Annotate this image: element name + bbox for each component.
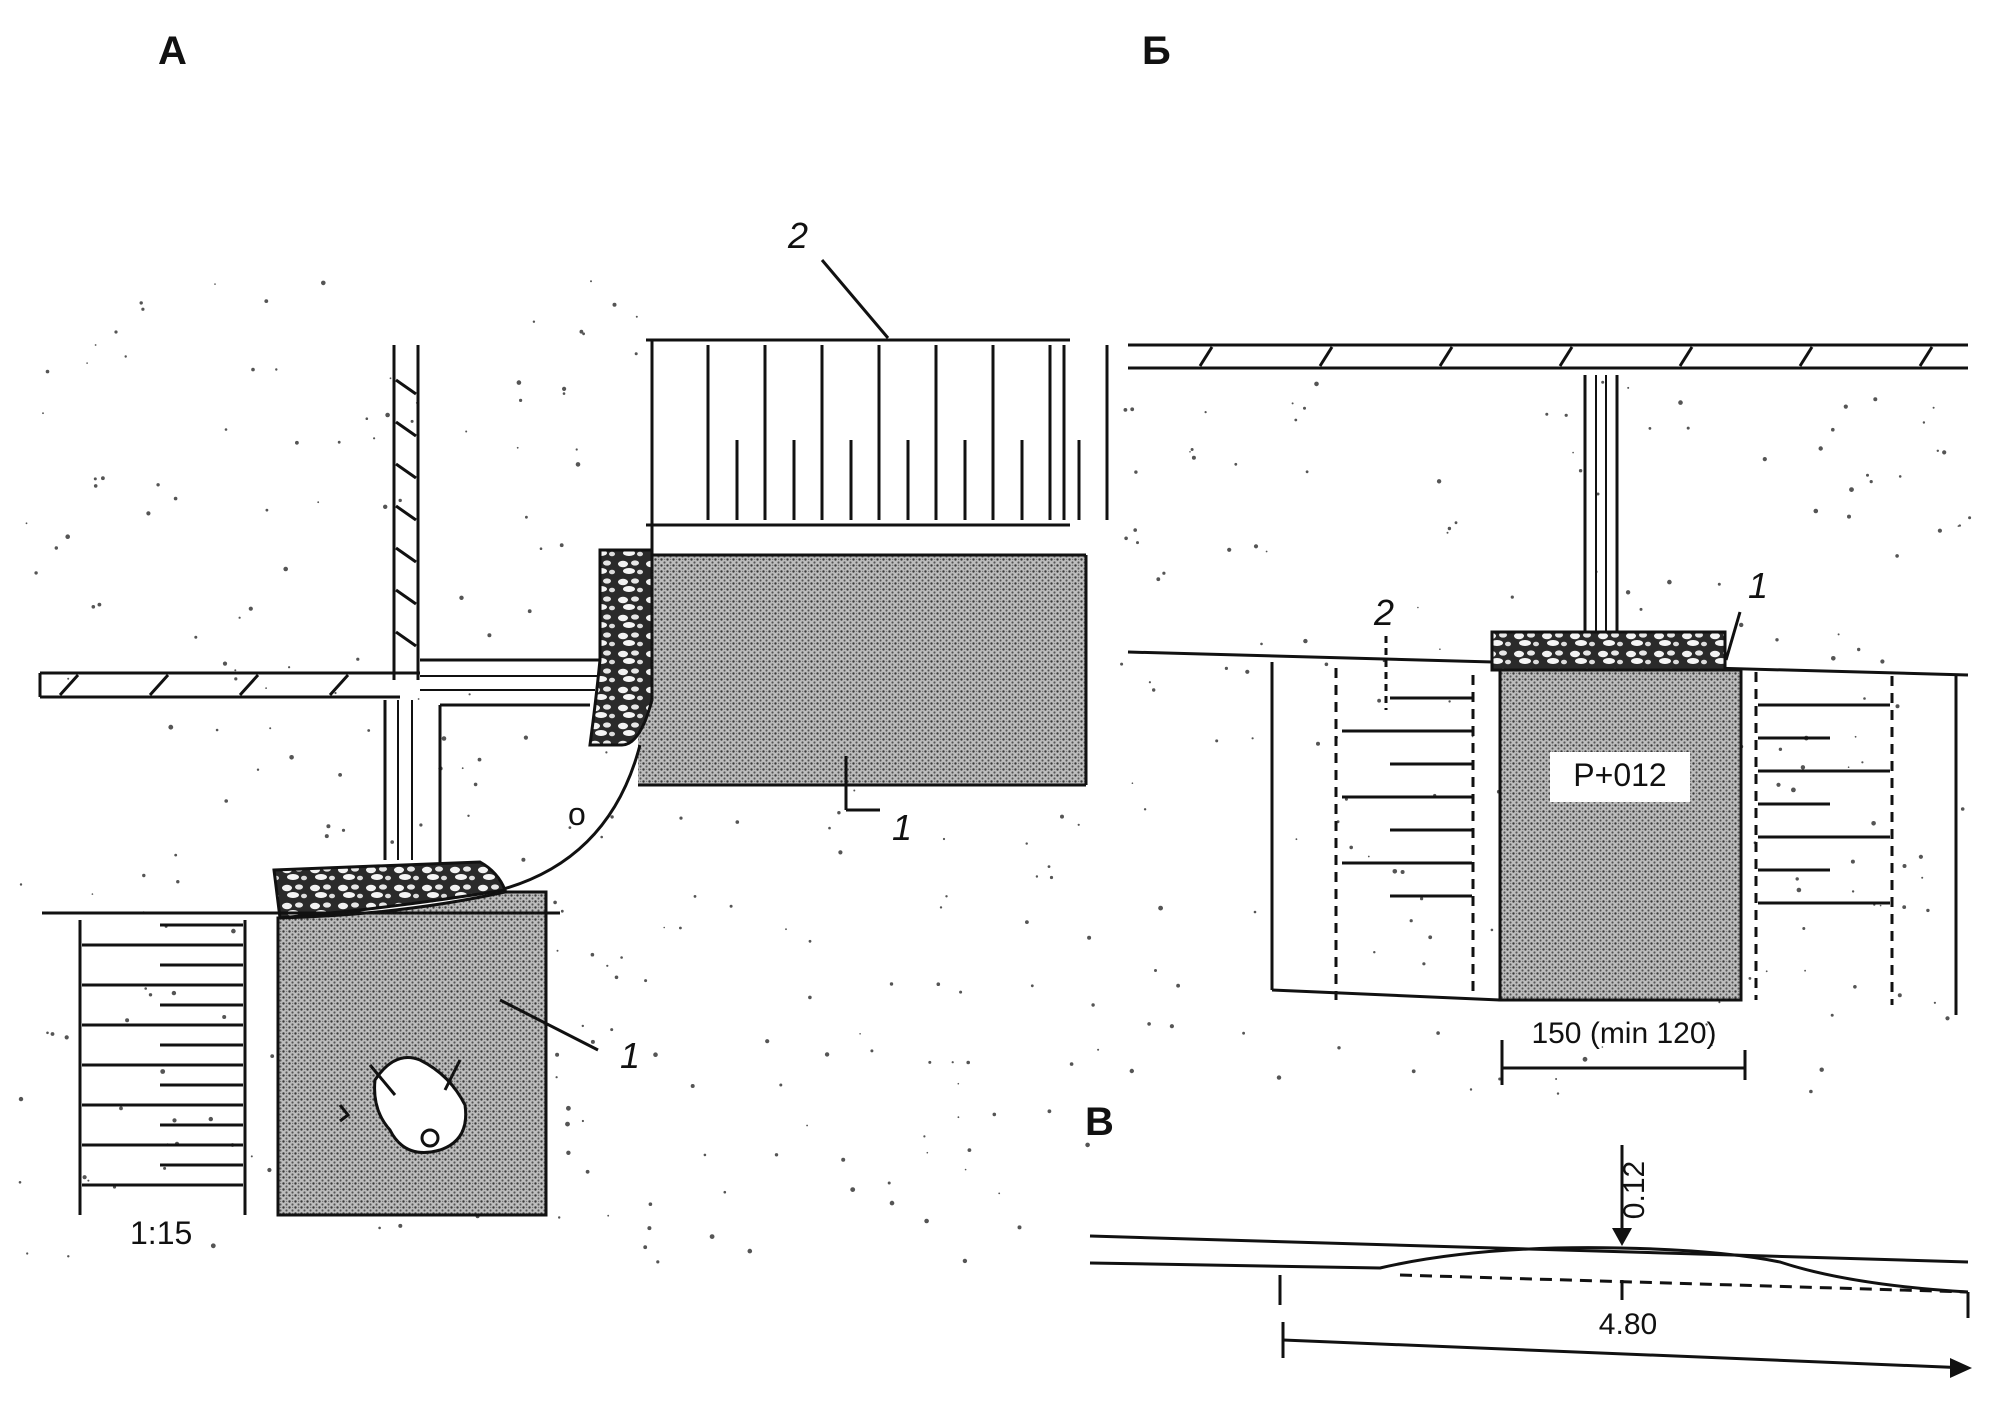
length-dim-label: 4.80 <box>1599 1308 1657 1341</box>
profile-hump <box>1089 1246 1969 1294</box>
height-dim-label: 0.12 <box>1618 1161 1651 1219</box>
corner-label-o: o <box>568 796 586 832</box>
b-road-hatch <box>1198 346 1934 367</box>
raised-table-upper <box>638 555 1086 785</box>
b-marker-bg <box>1550 752 1690 802</box>
vertical-road-hatch <box>395 378 417 648</box>
crossing-lines <box>383 658 610 890</box>
callout-1-a-upper: 1 <box>892 807 912 848</box>
gravel-edge-horizontal <box>272 860 508 920</box>
panel-c: В 0.12 4.80 <box>1085 1100 1972 1378</box>
profile-datum <box>1399 1273 1969 1294</box>
gravel-edge-vertical <box>588 548 654 747</box>
panel-a-letter: А <box>158 29 187 73</box>
scale-label: 1:15 <box>130 1215 192 1251</box>
callout-2-b: 2 <box>1373 592 1394 633</box>
parking-stripes-lower <box>82 923 243 1187</box>
b-raised-table <box>1498 668 1743 1002</box>
length-dimension <box>1281 1322 1972 1378</box>
parking-stripes-upper <box>706 345 1109 520</box>
symbol-doodle <box>338 1056 468 1154</box>
callout-1-b-leader <box>1724 611 1742 661</box>
callout-1-a: 1 <box>620 1035 640 1076</box>
panel-a: А <box>38 29 1109 1251</box>
horizontal-road <box>38 671 420 699</box>
callout-1-b: 1 <box>1748 565 1768 606</box>
callout-1-a-leader <box>499 998 599 1052</box>
callout-2-a: 2 <box>787 215 808 256</box>
panel-c-letter: В <box>1085 1100 1114 1144</box>
corner-curve <box>499 744 642 892</box>
panel-b: Б P+012 2 1 <box>1127 29 1969 1085</box>
b-parking-stripes-right <box>1758 703 1890 905</box>
raised-table-lower <box>276 890 548 1217</box>
b-width-dimension <box>1500 1040 1747 1085</box>
panel-b-letter: Б <box>1142 29 1171 73</box>
small-dimension-mark <box>844 756 880 812</box>
b-width-label: 150 (min 120) <box>1531 1017 1716 1050</box>
b-side-road <box>1583 375 1619 632</box>
height-dim-arrow <box>1612 1228 1632 1246</box>
b-gravel-cap <box>1490 630 1727 672</box>
b-parking-stripes-left <box>1342 696 1472 898</box>
b-marker-label: P+012 <box>1573 757 1666 793</box>
callout-2-a-leader <box>820 259 890 339</box>
